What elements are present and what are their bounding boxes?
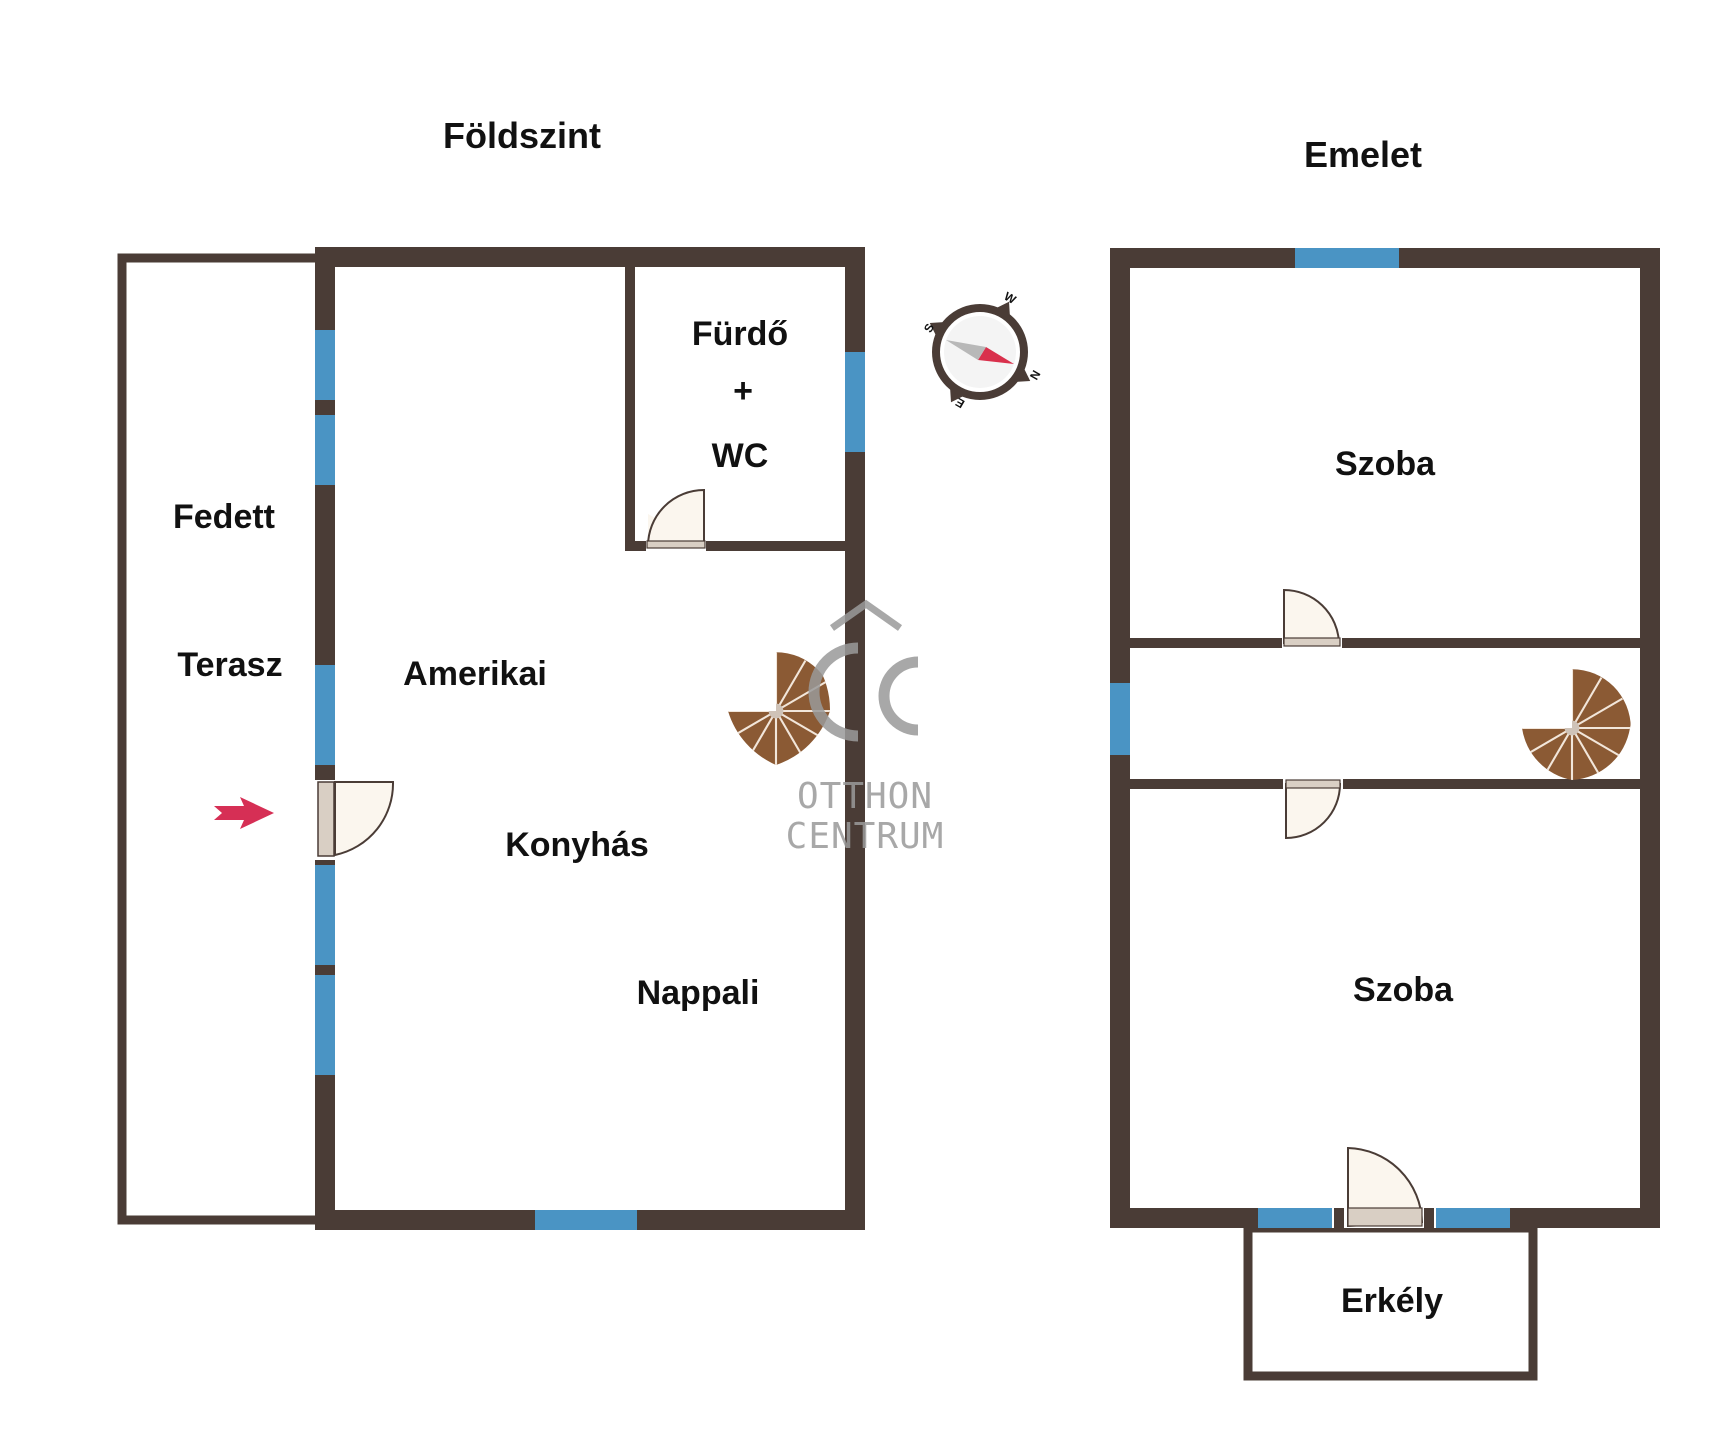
- entrance-arrow-icon: [214, 797, 274, 829]
- balcony-door: [1332, 1146, 1436, 1228]
- window: [315, 415, 335, 485]
- upper-floor-title: Emelet: [1304, 134, 1422, 175]
- room-label-nappali: Nappali: [637, 974, 760, 1012]
- bathroom-door: [646, 488, 706, 551]
- room-label-erkely: Erkély: [1341, 1282, 1443, 1320]
- room-label-wc: WC: [712, 437, 769, 475]
- upper-windows: [1110, 248, 1510, 1228]
- room-label-szoba-bottom: Szoba: [1353, 971, 1454, 1009]
- door-bottom-room: [1283, 779, 1343, 840]
- window: [1436, 1208, 1510, 1228]
- terrace-outline: [117, 253, 327, 1225]
- room-label-fedett: Fedett: [173, 498, 275, 536]
- upper-partitions: [1128, 638, 1642, 789]
- window: [315, 975, 335, 1075]
- ground-floor-title: Földszint: [443, 115, 601, 156]
- ground-floor: Földszint Fedett Terasz Fürdő + WC Ameri…: [117, 115, 865, 1230]
- window: [845, 352, 865, 452]
- watermark-line2: CENTRUM: [786, 816, 945, 857]
- entrance-door: [315, 780, 395, 860]
- spiral-stair-upper: [1522, 668, 1632, 780]
- window: [315, 665, 335, 765]
- ground-windows: [315, 330, 865, 1230]
- window: [315, 330, 335, 400]
- room-label-konyhas: Konyhás: [505, 826, 649, 864]
- window: [1295, 248, 1399, 268]
- room-label-amerikai: Amerikai: [403, 655, 547, 693]
- window: [1110, 683, 1130, 755]
- window: [535, 1210, 637, 1230]
- window: [315, 865, 335, 965]
- door-top-room: [1282, 588, 1342, 648]
- watermark-line1: OTTHON: [797, 776, 933, 817]
- room-label-terasz: Terasz: [177, 646, 282, 684]
- room-label-furdo: Fürdő: [692, 315, 788, 353]
- compass-icon: W S N E: [921, 289, 1043, 411]
- watermark-logo: OTTHON CENTRUM: [786, 599, 945, 857]
- room-label-szoba-top: Szoba: [1335, 445, 1436, 483]
- window: [1258, 1208, 1332, 1228]
- room-label-plus: +: [733, 372, 753, 410]
- upper-floor: Emelet Szoba Szoba Erkély: [1110, 134, 1660, 1381]
